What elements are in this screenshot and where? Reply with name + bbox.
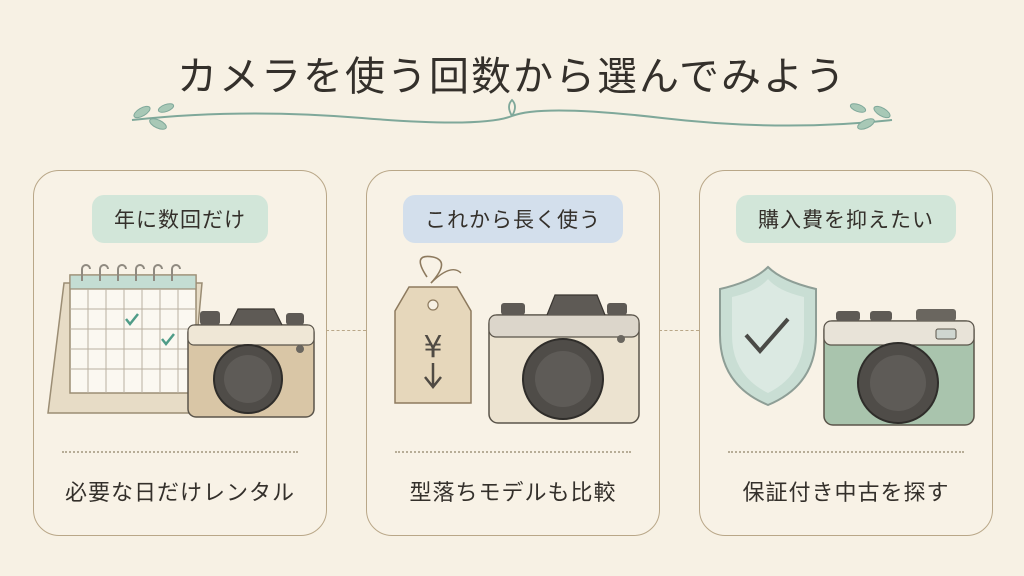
card-description: 必要な日だけレンタル xyxy=(64,481,295,506)
card-tag: 購入費を抑えたい xyxy=(736,195,956,243)
card-description: 型落ちモデルも比較 xyxy=(409,481,617,506)
vine-divider xyxy=(131,98,893,130)
dotted-divider xyxy=(395,451,631,453)
option-card-used-warranty[interactable]: 購入費を抑えたい 保証付き中古を探す xyxy=(699,170,993,536)
connector-line xyxy=(326,330,366,331)
dotted-divider xyxy=(728,451,964,453)
connector-line xyxy=(659,330,699,331)
camera-icon xyxy=(823,309,975,426)
shield-icon xyxy=(719,265,817,407)
price-tag-camera-illustration: ¥ xyxy=(394,255,640,424)
price-tag-icon: ¥ xyxy=(394,255,472,404)
yen-symbol: ¥ xyxy=(423,330,442,365)
option-card-rental[interactable]: 年に数回だけ xyxy=(33,170,327,536)
shield-camera-illustration xyxy=(719,265,975,426)
dotted-divider xyxy=(62,451,298,453)
option-card-older-model[interactable]: これから長く使う ¥ 型落ちモデルも比較 xyxy=(366,170,660,536)
calendar-camera-illustration xyxy=(47,264,315,418)
calendar-icon xyxy=(47,264,203,414)
card-tag: 年に数回だけ xyxy=(92,195,268,243)
page-title: カメラを使う回数から選んでみよう xyxy=(177,54,847,100)
camera-icon xyxy=(187,308,315,418)
card-tag: これから長く使う xyxy=(403,195,623,243)
card-description: 保証付き中古を探す xyxy=(742,481,950,506)
camera-icon xyxy=(488,294,640,424)
